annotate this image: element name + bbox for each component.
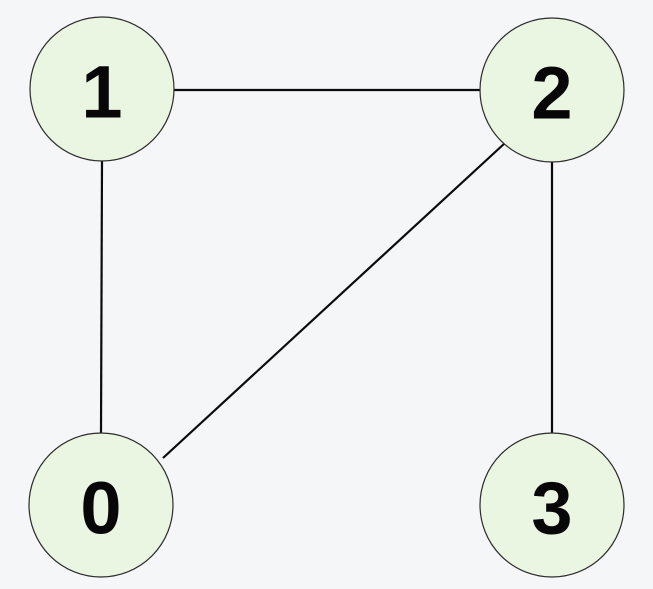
- graph-node-label: 0: [80, 467, 121, 550]
- graph-node-circle[interactable]: [479, 432, 625, 578]
- graph-edge-0-2: [162, 142, 506, 459]
- node-layer: 1 2 0 3: [28, 16, 625, 578]
- graph-edge-1-0: [99, 160, 104, 434]
- graph-node-circle[interactable]: [29, 16, 175, 162]
- graph-node-label: 3: [531, 467, 572, 550]
- graph-node-3[interactable]: 3: [479, 432, 625, 578]
- graph-node-2[interactable]: 2: [479, 17, 625, 163]
- graph-node-circle[interactable]: [28, 432, 174, 578]
- edge-layer: [99, 88, 554, 459]
- graph-node-label: 1: [81, 51, 122, 134]
- graph-node-1[interactable]: 1: [29, 16, 175, 162]
- graph-node-label: 2: [531, 52, 572, 135]
- graph-node-0[interactable]: 0: [28, 432, 174, 578]
- graph-node-circle[interactable]: [479, 17, 625, 163]
